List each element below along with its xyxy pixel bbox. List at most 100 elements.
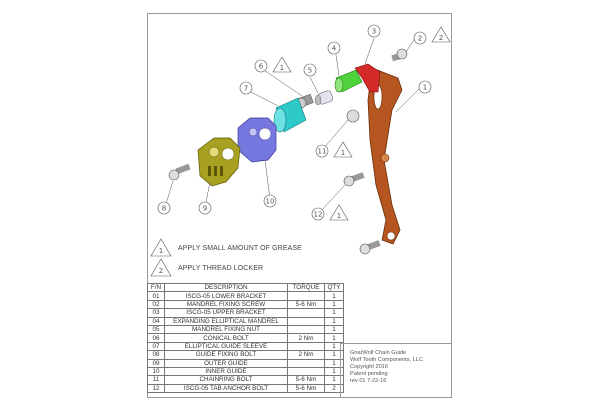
grease-flag-11: 1	[333, 141, 353, 158]
cell-qty: 1	[324, 316, 344, 326]
title-copyright: Copyright 2016	[350, 364, 388, 370]
callout-5: 5	[303, 63, 317, 77]
svg-text:12: 12	[314, 211, 323, 219]
cell-fn: 12	[147, 383, 165, 394]
cell-fn: 07	[147, 341, 165, 352]
svg-text:1: 1	[337, 212, 341, 220]
title-revision: rev 01 7-22-16	[350, 378, 387, 384]
note-thread-locker: APPLY THREAD LOCKER	[178, 265, 264, 272]
cell-torque	[287, 308, 325, 318]
svg-text:10: 10	[266, 198, 275, 206]
cell-fn: 10	[147, 366, 165, 377]
header-torque: TORQUE	[287, 282, 325, 293]
cell-torque	[287, 341, 325, 352]
part-upper-bracket	[354, 63, 381, 93]
cell-fn: 05	[147, 324, 165, 335]
cell-qty: 1	[324, 324, 344, 335]
drawing-frame	[147, 13, 452, 398]
svg-text:7: 7	[244, 85, 248, 93]
callout-8: 8	[157, 201, 171, 215]
title-product: GnarWolf Chain Guide	[350, 350, 407, 356]
svg-text:2: 2	[159, 267, 163, 275]
note-flag-thread-locker: 2	[150, 258, 172, 277]
grease-flag-12: 1	[329, 204, 349, 221]
note-grease: APPLY SMALL AMOUNT OF GREASE	[178, 245, 302, 252]
cell-description: GUIDE FIXING BOLT	[164, 350, 288, 360]
svg-text:2: 2	[418, 35, 422, 43]
cell-torque	[287, 366, 325, 377]
callout-6: 6	[254, 59, 268, 73]
cell-description: ISCG-05 LOWER BRACKET	[164, 291, 288, 301]
cell-torque: 5-6 Nm	[287, 299, 325, 310]
cell-fn: 04	[147, 316, 165, 326]
cell-description: ELLIPTICAL GUIDE SLEEVE	[164, 341, 288, 352]
title-company: Wolf Tooth Components, LLC	[350, 357, 423, 363]
callout-10: 10	[263, 194, 277, 208]
svg-text:1: 1	[280, 64, 284, 72]
header-qty: QTY	[324, 282, 344, 293]
svg-text:3: 3	[372, 28, 376, 36]
callout-3: 3	[367, 24, 381, 38]
note-flag-grease: 1	[150, 238, 172, 257]
cell-description: CONICAL BOLT	[164, 333, 288, 343]
part-tab-anchor-bolt-lower	[359, 240, 381, 255]
svg-text:9: 9	[203, 205, 207, 213]
bom-header: F/N DESCRIPTION TORQUE QTY	[147, 282, 344, 293]
cell-qty: 1	[324, 299, 344, 310]
cell-torque: 2 Nm	[287, 333, 325, 343]
svg-text:1: 1	[341, 149, 345, 157]
svg-text:11: 11	[318, 148, 327, 156]
cell-fn: 11	[147, 375, 165, 385]
cell-description: OUTER GUIDE	[164, 358, 288, 368]
cell-description: CHAINRING BOLT	[164, 375, 288, 385]
svg-text:4: 4	[332, 45, 337, 53]
header-description: DESCRIPTION	[164, 282, 288, 293]
callout-4: 4	[327, 41, 341, 55]
cell-description: INNER GUIDE	[164, 366, 288, 377]
svg-text:1: 1	[159, 247, 163, 255]
cell-description: MANDREL FIXING NUT	[164, 324, 288, 335]
cell-fn: 08	[147, 350, 165, 360]
cell-description: EXPANDING ELLIPTICAL MANDREL	[164, 316, 288, 326]
cell-description: ISCG-05 TAB ANCHOR BOLT	[164, 383, 288, 394]
callout-11: 11	[315, 144, 329, 158]
part-tab-anchor-bolt-upper	[343, 172, 365, 187]
part-chainring-bolt	[346, 109, 360, 123]
cell-description: MANDREL FIXING SCREW	[164, 299, 288, 310]
cell-torque	[287, 316, 325, 326]
svg-text:5: 5	[308, 67, 312, 75]
cell-description: ISCG-05 UPPER BRACKET	[164, 308, 288, 318]
callout-9: 9	[198, 201, 212, 215]
cell-torque	[287, 358, 325, 368]
cell-fn: 09	[147, 358, 165, 368]
header-fn: F/N	[147, 282, 165, 293]
part-outer-guide	[197, 137, 241, 187]
part-guide-fixing-bolt	[168, 163, 191, 181]
cell-fn: 02	[147, 299, 165, 310]
callout-1: 1	[418, 80, 432, 94]
cell-qty: 1	[324, 291, 344, 301]
svg-text:8: 8	[162, 205, 166, 213]
cell-qty: 1	[324, 333, 344, 343]
cell-torque: 5-6 Nm	[287, 383, 325, 394]
cell-torque	[287, 324, 325, 335]
part-mandrel	[334, 69, 363, 93]
part-mandrel-fixing-screw	[391, 48, 408, 62]
cell-torque	[287, 291, 325, 301]
cell-torque: 2 Nm	[287, 350, 325, 360]
callout-2: 2	[413, 31, 427, 45]
thread-locker-flag-2: 2	[431, 26, 451, 43]
cell-fn: 06	[147, 333, 165, 343]
grease-flag-6: 1	[272, 56, 292, 73]
svg-text:1: 1	[423, 84, 427, 92]
